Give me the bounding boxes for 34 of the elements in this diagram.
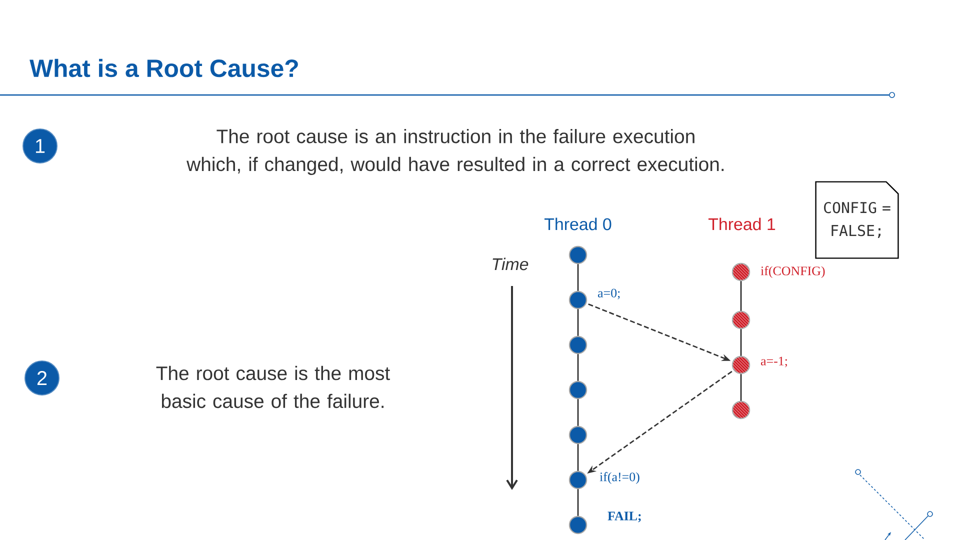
timeline-line [740,329,742,356]
timeline-line [577,354,579,381]
number-badge: 1 [22,128,58,164]
timeline-dot [732,262,750,282]
timeline-line [577,309,579,336]
code-label: if(CONFIG) [760,266,825,278]
timeline-dot [568,426,588,444]
timeline-dot [568,336,588,354]
code-label: if(a!=0) [600,472,640,484]
timeline-dot [732,400,750,420]
timeline-dot [568,290,588,310]
code-label: FAIL; [608,512,641,522]
thread-label: Thread 0 [544,218,612,230]
timeline-dot [568,246,588,264]
timeline-line [577,489,579,516]
thread-label: Thread 1 [708,218,776,230]
timeline-dot [732,356,750,374]
code-label: a=0; [598,288,620,300]
statement-text: The root cause is the most basic cause of the failure. [156,366,390,408]
timeline-line [577,399,579,426]
timeline-line [577,264,579,291]
timeline-line [740,281,742,311]
code-label: a=-1; [760,356,787,368]
timeline-dot [568,470,588,490]
number-badge: 2 [24,360,60,396]
note-box: CONFIG = FALSE; [815,181,899,259]
timeline-line [577,444,579,471]
timeline-dot [568,380,588,400]
timeline-dot [568,516,588,534]
slide-title: What is a Root Cause? [30,58,298,78]
statement-text: The root cause is an instruction in the failure execution which, if changed, would have resulted in a correct execution. [186,129,724,175]
timeline-line [740,374,742,401]
timeline-dot [732,310,750,330]
axis-label: Time [492,258,528,270]
